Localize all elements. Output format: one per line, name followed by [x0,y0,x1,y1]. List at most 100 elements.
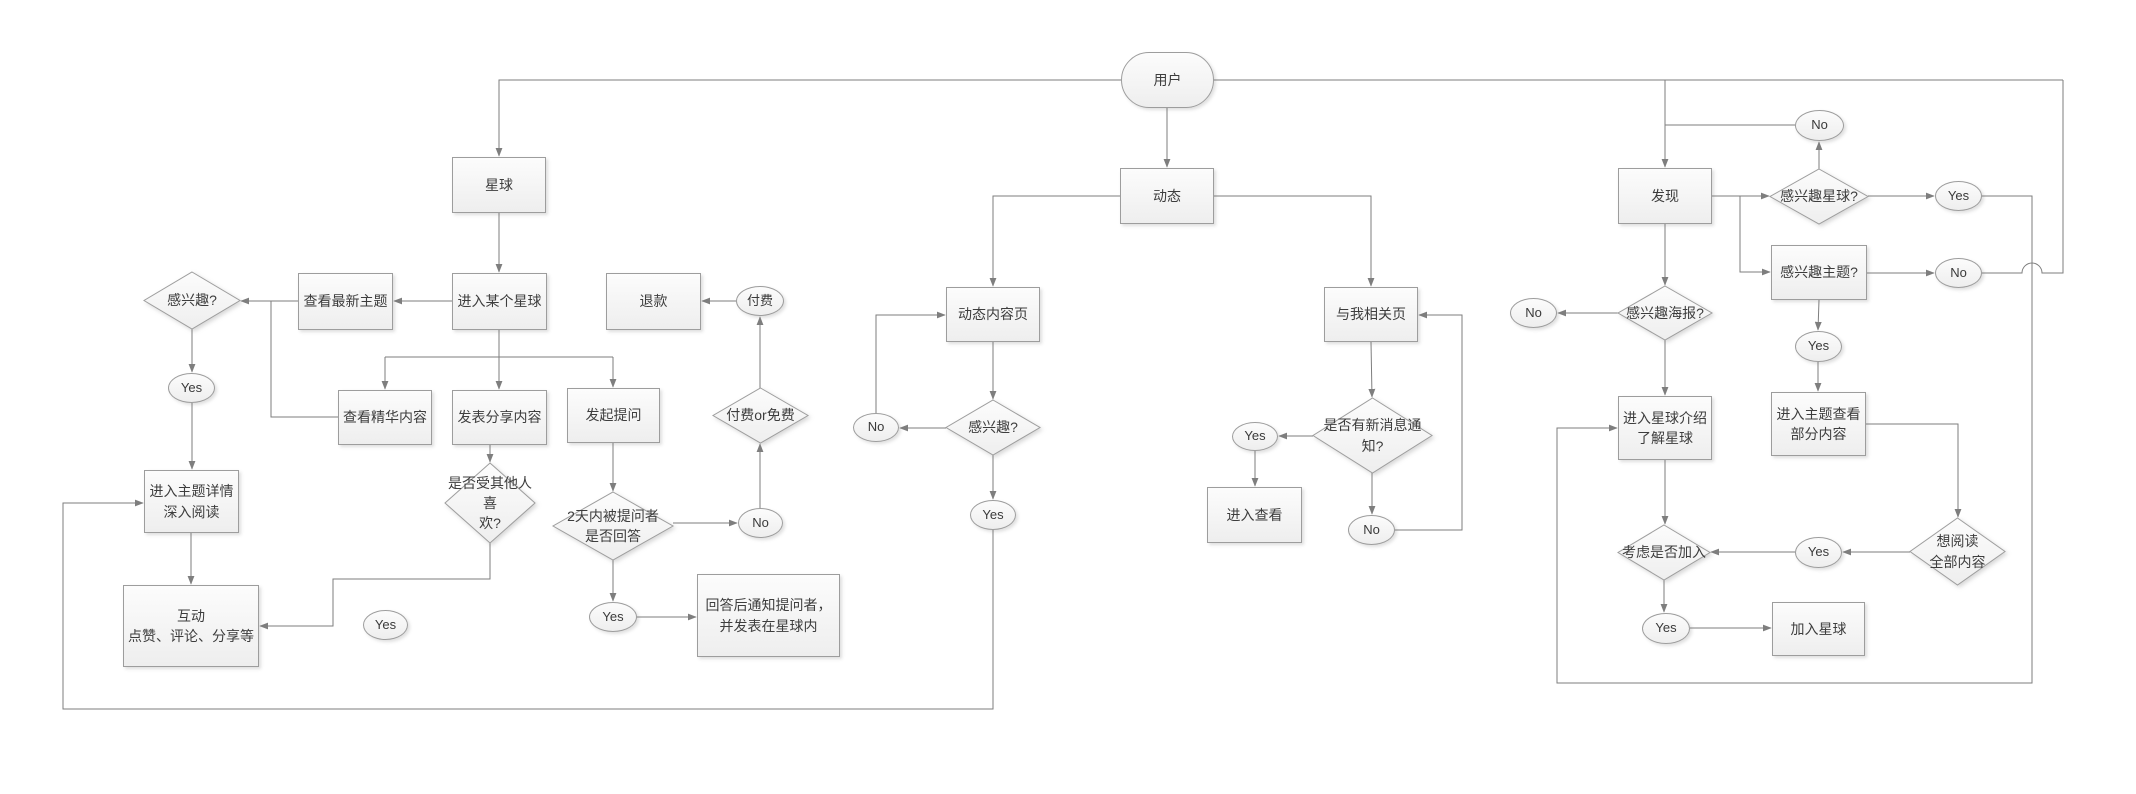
no-interested-topic-label: No [1950,264,1967,280]
no-answer-label: No [752,514,769,530]
no-interested-poster-node: No [1510,298,1557,328]
topic-detail-read-label: 进入主题详情 深入阅读 [149,483,234,520]
new-message-notice-label: 是否有新消息通 知? [1323,417,1422,454]
feed-label: 动态 [1153,187,1181,204]
yes-answered-label: Yes [602,608,624,624]
view-essence-content-node: 查看精华内容 [338,390,432,445]
answered-in-2-days-label: 2天内被提问者 是否回答 [567,507,659,544]
planet-label: 星球 [485,176,513,193]
answered-in-2-days-shape [551,491,675,561]
consider-join-node: 考虑是否加入 [1617,524,1711,581]
discover-label: 发现 [1651,187,1679,204]
edge-liked-to-interact [259,543,491,630]
read-all-content-shape [1909,517,2006,586]
no-interested-topic-node: No [1935,258,1982,288]
enter-a-planet-node: 进入某个星球 [452,273,547,330]
interested-topic-label: 感兴趣主题? [1780,264,1858,281]
publish-share-content-label: 发表分享内容 [457,409,542,426]
edge-yes-planet-loop-to-intro [1556,195,2033,684]
user-start-node: 用户 [1121,52,1214,108]
view-partial-content-node: 进入主题查看 部分内容 [1771,392,1866,456]
no-new-message-label: No [1363,521,1380,537]
notify-questioner-label: 回答后通知提问者， 并发表在星球内 [705,597,832,634]
topic-detail-read-node: 进入主题详情 深入阅读 [144,470,239,533]
enter-view-node: 进入查看 [1207,487,1302,543]
yes-read-all-node: Yes [1795,537,1842,568]
no-interested-feed-node: No [853,413,899,442]
interested-poster-label: 感兴趣海报? [1626,304,1704,321]
view-latest-topics-label: 查看最新主题 [303,293,388,310]
related-to-me-page-label: 与我相关页 [1336,306,1406,323]
no-new-message-node: No [1348,515,1395,545]
yes-new-message-label: Yes [1244,428,1266,444]
user-start-label: 用户 [1153,71,1182,88]
notify-questioner-node: 回答后通知提问者， 并发表在星球内 [697,574,840,657]
refund-node: 退款 [606,273,701,330]
answered-in-2-days-node: 2天内被提问者 是否回答 [551,491,675,561]
new-message-notice-shape [1312,397,1433,474]
ask-question-label: 发起提问 [585,407,642,424]
edge-related-to-new-message [1368,341,1376,398]
paid-or-free-shape [712,387,809,444]
refund-label: 退款 [639,293,668,310]
interested-planet-shape [1768,168,1870,225]
related-to-me-page-node: 与我相关页 [1324,287,1418,342]
interested-planet-label: 感兴趣星球? [1780,188,1858,205]
no-answer-node: No [738,508,783,538]
edge-user-to-planet [495,79,1121,157]
feed-content-page-label: 动态内容页 [958,306,1028,323]
yes-join-node: Yes [1642,613,1690,644]
edge-feed-to-related-page [1214,195,1375,287]
paid-or-free-node: 付费or免费 [712,387,809,444]
liked-by-others-node: 是否受其他人喜 欢? [444,462,536,544]
edge-branch-to-interested-topic [1739,196,1771,276]
liked-by-others-label: 是否受其他人喜 欢? [448,474,532,532]
join-planet-label: 加入星球 [1790,620,1847,637]
join-planet-node: 加入星球 [1772,602,1865,656]
interested-topics-node: 感兴趣? [143,271,241,330]
yes-new-message-node: Yes [1232,422,1278,451]
yes-interested-topics-node: Yes [168,373,215,403]
interested-feed-node: 感兴趣? [945,399,1041,456]
edge-yes-loop-to-topic-detail [62,499,994,710]
edge-feed-to-content-page [989,195,1120,287]
view-latest-topics-node: 查看最新主题 [298,273,393,330]
interested-feed-label: 感兴趣? [968,419,1018,436]
no-interested-planet-label: No [1811,117,1828,133]
interested-topics-shape [143,271,241,330]
yes-interested-planet-node: Yes [1935,181,1982,211]
publish-share-content-node: 发表分享内容 [452,390,547,445]
view-essence-content-label: 查看精华内容 [343,409,427,426]
no-interested-feed-label: No [867,419,885,435]
ask-question-node: 发起提问 [567,388,660,443]
enter-a-planet-label: 进入某个星球 [457,293,542,310]
yes-interested-topics-label: Yes [180,379,203,395]
edge-no-back-to-related [1395,311,1463,531]
edge-no-topic-loop-with-hop [1982,80,2064,274]
edge-interested-topic-to-yes [1814,299,1822,331]
yes-interested-feed-label: Yes [982,506,1004,522]
no-interested-planet-node: No [1795,110,1844,141]
new-message-notice-node: 是否有新消息通 知? [1312,397,1433,474]
yes-answered-node: Yes [589,602,637,632]
enter-view-label: 进入查看 [1226,506,1283,523]
edge-partial-to-read-all [1866,423,1962,518]
yes-join-label: Yes [1655,620,1677,636]
yes-read-all-label: Yes [1807,544,1830,560]
yes-interested-feed-node: Yes [970,500,1016,530]
paid-node: 付费 [736,286,784,316]
planet-intro-node: 进入星球介绍 了解星球 [1618,396,1712,460]
interact-label: 互动 点赞、评论、分享等 [128,607,254,644]
edge-essence-to-interested [270,301,338,418]
yes-liked-node: Yes [363,610,408,640]
feed-content-page-node: 动态内容页 [946,287,1040,342]
interested-topic-node: 感兴趣主题? [1771,245,1867,300]
view-partial-content-label: 进入主题查看 部分内容 [1776,405,1861,442]
yes-interested-topic-label: Yes [1807,338,1830,354]
read-all-content-node: 想阅读 全部内容 [1909,517,2006,586]
feed-node: 动态 [1120,168,1214,224]
no-interested-poster-label: No [1525,304,1542,320]
liked-by-others-shape [444,462,536,544]
interested-feed-shape [945,399,1041,456]
